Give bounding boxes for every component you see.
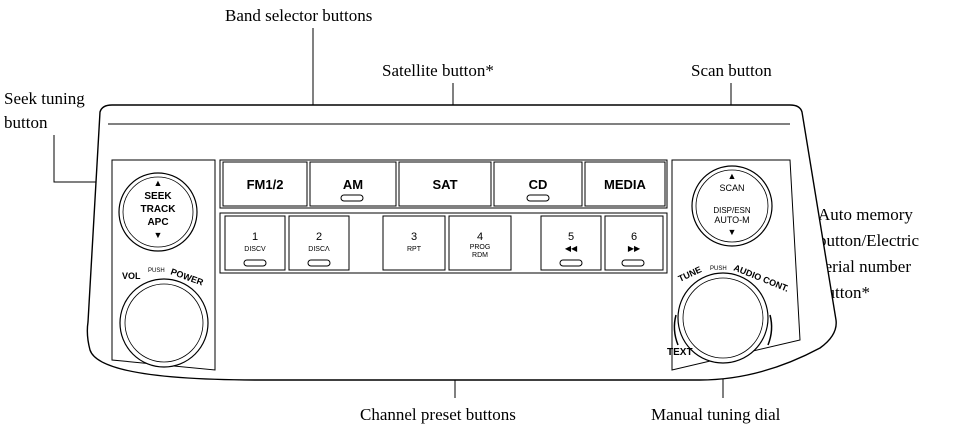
preset-indicators	[243, 259, 645, 267]
am-label: AM	[343, 177, 363, 192]
sat-label: SAT	[432, 177, 457, 192]
preset-1-number: 1	[252, 231, 258, 243]
right-frame	[671, 159, 801, 371]
scan-up-arrow-icon: ▲	[728, 171, 737, 181]
seek-up-arrow-icon: ▲	[154, 178, 163, 188]
sat-button[interactable]	[398, 161, 492, 207]
preset-4-sub2: RDM	[472, 252, 488, 259]
callout-satellite: Satellite button*	[382, 61, 494, 80]
fm-button[interactable]	[222, 161, 308, 207]
callout-scan: Scan button	[691, 61, 772, 80]
band-buttons	[222, 161, 666, 207]
scan-down-arrow-icon: ▼	[728, 227, 737, 237]
vol-push-label: PUSH	[148, 268, 165, 274]
callout-band-selector: Band selector buttons	[225, 6, 372, 25]
disp-esn-label: DISP/ESN	[713, 206, 751, 215]
cd-button[interactable]	[493, 161, 583, 207]
tuning-dial[interactable]	[677, 272, 769, 364]
preset-5-sub: ◀◀	[565, 244, 578, 253]
tuning-dial-inner-ring	[682, 277, 764, 359]
seek-knob[interactable]	[118, 172, 198, 252]
callout-auto-memory-line2: button/Electric	[818, 231, 919, 250]
callout-seek-line2: button	[4, 113, 48, 132]
preset-3-number: 3	[411, 231, 417, 243]
seek-knob-inner-ring	[122, 176, 194, 248]
auto-m-label: AUTO-M	[714, 215, 749, 225]
tune-push-label: PUSH	[710, 266, 727, 272]
cd-indicator	[526, 194, 550, 202]
tune-left-arc-icon	[673, 314, 679, 346]
vol-label: VOL	[122, 271, 141, 281]
am-indicator	[340, 194, 364, 202]
left-frame	[111, 159, 216, 371]
media-label: MEDIA	[604, 177, 647, 192]
preset-3-sub: RPT	[407, 246, 422, 253]
scan-label: SCAN	[719, 183, 744, 193]
band-row-frame	[219, 159, 668, 209]
preset-6-number: 6	[631, 231, 637, 243]
seek-label: SEEK	[144, 191, 172, 202]
callout-channel-preset: Channel preset buttons	[360, 405, 516, 424]
preset-2-sub: DISCΛ	[308, 246, 330, 253]
preset-row-frame	[219, 212, 668, 274]
callout-manual-tuning: Manual tuning dial	[651, 405, 781, 424]
track-label: TRACK	[141, 204, 177, 215]
callout-auto-memory-line1: Auto memory	[818, 205, 913, 224]
preset-4-sub: PROG	[470, 244, 491, 251]
preset-4-number: 4	[477, 231, 483, 243]
text-label: TEXT	[667, 347, 693, 358]
media-button[interactable]	[584, 161, 666, 207]
callout-auto-memory-line3: serial number	[818, 257, 911, 276]
preset-1-sub: DISCV	[244, 246, 266, 253]
tune-right-arc-icon	[767, 314, 773, 346]
scan-knob[interactable]	[691, 165, 773, 247]
scan-knob-inner-ring	[695, 169, 769, 243]
fm-label: FM1/2	[247, 177, 284, 192]
preset-4-button[interactable]	[448, 215, 512, 271]
volume-knob[interactable]	[119, 278, 209, 368]
preset-3-button[interactable]	[382, 215, 446, 271]
preset-5-number: 5	[568, 231, 574, 243]
preset-buttons	[224, 215, 664, 271]
preset-2-number: 2	[316, 231, 322, 243]
callout-seek-line1: Seek tuning	[4, 89, 85, 108]
apc-label: APC	[147, 217, 168, 228]
cd-label: CD	[529, 177, 548, 192]
preset-6-sub: ▶▶	[628, 244, 641, 253]
seek-down-arrow-icon: ▼	[154, 230, 163, 240]
volume-knob-inner-ring	[124, 283, 204, 363]
